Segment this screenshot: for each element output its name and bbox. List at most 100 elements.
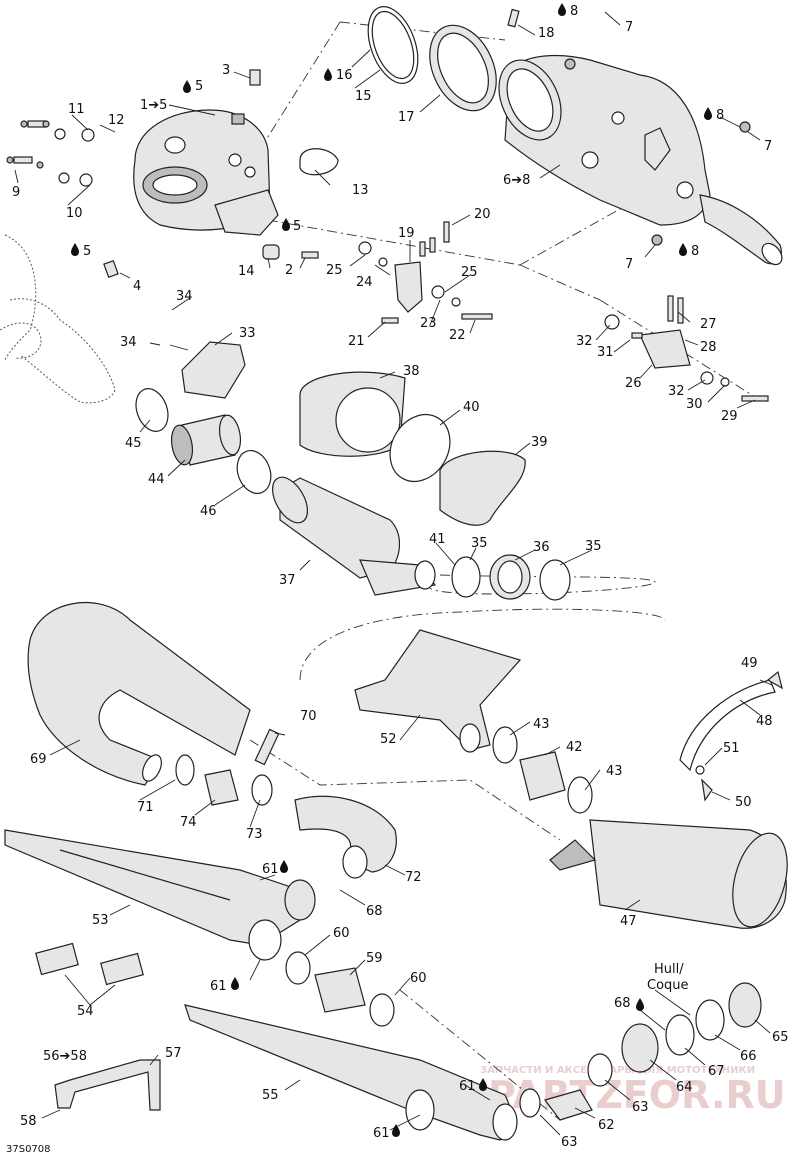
callout-35b: 35 — [585, 539, 602, 554]
callout-25a: 25 — [326, 263, 343, 278]
sensor-3 — [249, 69, 261, 86]
hull-label-line2: Coque — [647, 978, 689, 993]
callout-7c: 7 — [625, 257, 633, 272]
ring-gasket-15 — [367, 6, 419, 84]
callout-34a: 34 — [176, 289, 193, 304]
drop-icon — [282, 218, 290, 231]
plug-4 — [103, 259, 119, 279]
drop-icon — [704, 107, 712, 120]
tape-54 — [35, 942, 144, 986]
drop-icon — [231, 977, 239, 990]
callout-22: 22 — [449, 328, 466, 343]
bracket-56-58 — [54, 1059, 161, 1111]
callout-17: 17 — [398, 110, 415, 125]
figure-code: 37S0708 — [6, 1144, 51, 1155]
muffler-6 — [498, 55, 783, 266]
shield-39 — [439, 450, 526, 526]
drop-icon — [280, 860, 288, 873]
callout-54: 54 — [77, 1004, 94, 1019]
exhaust-manifold — [133, 109, 279, 236]
exhaust-pipe-69 — [27, 601, 251, 786]
callout-28: 28 — [700, 340, 717, 355]
gasket-13 — [299, 148, 339, 176]
outlet-62-67 — [519, 982, 762, 1121]
callout-21: 21 — [348, 334, 365, 349]
callout-9: 9 — [12, 185, 20, 200]
callout-38: 38 — [403, 364, 420, 379]
callout-14: 14 — [238, 264, 255, 279]
callout-64: 64 — [676, 1080, 693, 1095]
gasket-40 — [389, 414, 451, 482]
coupler-70-74 — [175, 728, 280, 806]
hose-55 — [184, 1004, 518, 1141]
callout-33: 33 — [239, 326, 256, 341]
drop-icon — [479, 1078, 487, 1091]
callout-32b: 32 — [668, 384, 685, 399]
callout-49: 49 — [741, 656, 758, 671]
callout-16: 16 — [336, 68, 353, 83]
callout-5a: 5 — [195, 79, 203, 94]
leader-lines — [14, 11, 773, 1136]
callout-19: 19 — [398, 226, 415, 241]
callout-63b: 63 — [561, 1135, 578, 1150]
callout-29: 29 — [721, 409, 738, 424]
drop-icon — [392, 1124, 400, 1137]
callout-51: 51 — [723, 741, 740, 756]
callout-13: 13 — [352, 183, 369, 198]
screw-2 — [301, 251, 319, 259]
callout-58: 58 — [20, 1114, 37, 1129]
callout-67: 67 — [708, 1064, 725, 1079]
hardware-50-51 — [695, 765, 713, 802]
callout-4: 4 — [133, 279, 141, 294]
callout-60a: 60 — [333, 926, 350, 941]
hull-label-line1: Hull/ — [654, 962, 684, 977]
bracket-19-25 — [358, 221, 493, 324]
callout-32a: 32 — [576, 334, 593, 349]
callout-46: 46 — [200, 504, 217, 519]
callout-27: 27 — [700, 317, 717, 332]
callout-44: 44 — [148, 472, 165, 487]
shield-38 — [299, 371, 406, 457]
callout-8b: 8 — [716, 108, 724, 123]
clamp-17 — [429, 24, 497, 112]
callout-2: 2 — [285, 263, 293, 278]
callout-24: 24 — [356, 275, 373, 290]
callout-42: 42 — [566, 740, 583, 755]
callout-45: 45 — [125, 436, 142, 451]
callout-7a: 7 — [625, 20, 633, 35]
callout-43b: 43 — [606, 764, 623, 779]
coupler-44-46 — [135, 388, 272, 494]
drop-icon — [324, 68, 332, 81]
heat-shield-33 — [181, 341, 246, 399]
pipe-42-43 — [492, 726, 593, 814]
callout-34b: 34 — [120, 335, 137, 350]
waterbox-52 — [354, 629, 522, 753]
callout-15: 15 — [355, 89, 372, 104]
drop-icon — [558, 3, 566, 16]
callout-25b: 25 — [461, 265, 478, 280]
catalyst-37 — [271, 476, 437, 596]
callout-1: 1➔5 — [140, 98, 167, 113]
callout-20: 20 — [474, 207, 491, 222]
elbow-72 — [294, 795, 397, 879]
spacer-14 — [262, 244, 280, 260]
callout-55: 55 — [262, 1088, 279, 1103]
callout-62: 62 — [598, 1118, 615, 1133]
callout-8a: 8 — [570, 4, 578, 19]
callout-61d: 61 — [373, 1126, 390, 1141]
callout-39: 39 — [531, 435, 548, 450]
callout-52: 52 — [380, 732, 397, 747]
callout-74: 74 — [180, 815, 197, 830]
callout-41: 41 — [429, 532, 446, 547]
lubricant-drop-icons — [71, 3, 712, 1137]
callout-18: 18 — [538, 26, 555, 41]
callout-68b: 68 — [366, 904, 383, 919]
callout-66: 66 — [740, 1049, 757, 1064]
engine-outline — [0, 234, 116, 404]
callout-53: 53 — [92, 913, 109, 928]
hose-assembly-53 — [4, 829, 316, 961]
callout-5b: 5 — [83, 244, 91, 259]
callout-5c: 5 — [293, 219, 301, 234]
callout-65: 65 — [772, 1030, 789, 1045]
